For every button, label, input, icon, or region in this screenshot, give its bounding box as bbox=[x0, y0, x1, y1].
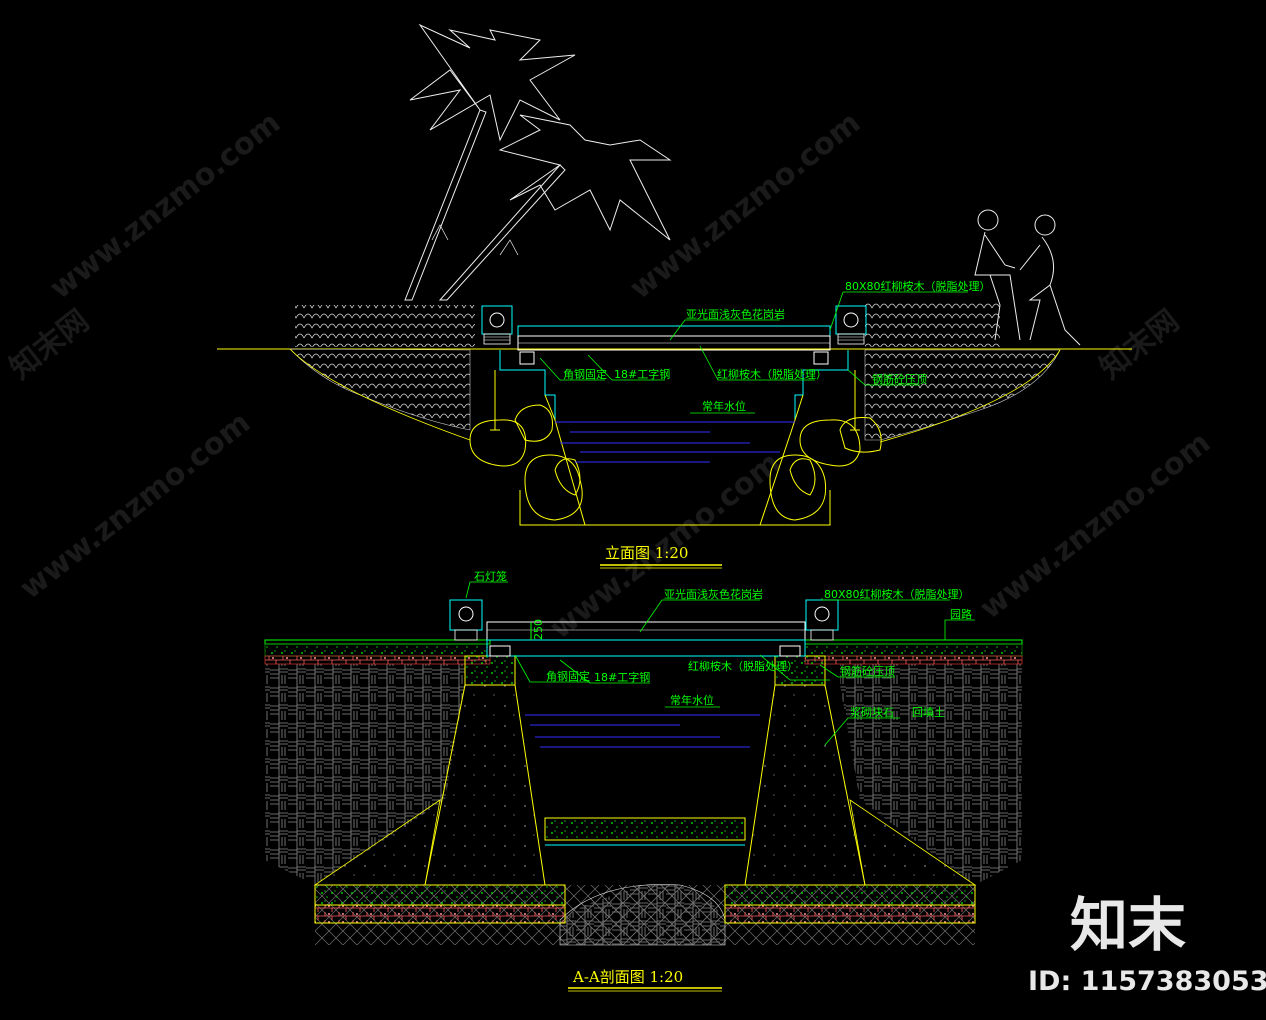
watermark-brand-text: 知末网 bbox=[1093, 303, 1185, 386]
label-timber-beam: 红柳桉木（脱脂处理） bbox=[717, 367, 827, 381]
rocks-elevation bbox=[469, 404, 882, 521]
leaders-section bbox=[465, 581, 975, 746]
label-dimension: 250 bbox=[532, 619, 545, 640]
watermark-site-text: www.znzmo.com bbox=[13, 405, 257, 606]
right-bank-vegetation bbox=[864, 300, 1061, 443]
label-granite: 亚光面浅灰色花岗岩 bbox=[686, 307, 785, 321]
label-concrete-cap: 钢筋砼压顶 bbox=[840, 664, 895, 678]
watermark-site-text: www.znzmo.com bbox=[623, 105, 867, 306]
water-lines-section bbox=[525, 714, 760, 748]
label-water-level: 常年水位 bbox=[702, 399, 746, 413]
label-water-level: 常年水位 bbox=[670, 693, 714, 707]
label-road: 园路 bbox=[950, 608, 972, 621]
watermark-site-text: www.znzmo.com bbox=[973, 425, 1217, 626]
watermark-brand-text: 知末网 bbox=[3, 303, 95, 386]
brand-logo: 知末 bbox=[1070, 891, 1186, 959]
label-timber-top: 80X80红柳桉木（脱脂处理） bbox=[824, 587, 970, 601]
label-timber-beam: 红柳桉木（脱脂处理） bbox=[688, 659, 798, 673]
stone-lantern-section-left bbox=[449, 599, 483, 641]
label-concrete-cap: 钢筋砼压顶 bbox=[872, 372, 927, 386]
bridge-deck-elevation bbox=[517, 325, 831, 365]
label-timber-top: 80X80红柳桉木（脱脂处理） bbox=[845, 279, 991, 293]
water-lines-elevation bbox=[555, 421, 795, 463]
label-corner-fix: 角钢固定 bbox=[546, 669, 590, 683]
image-id-label: ID: 1157383053 bbox=[1028, 966, 1266, 997]
section-title: A-A剖面图 1:20 bbox=[572, 968, 683, 986]
foundations bbox=[314, 884, 976, 924]
rubble-walls bbox=[313, 684, 977, 886]
label-steel-beam: 18#工字钢 bbox=[614, 367, 670, 381]
stone-lantern-left bbox=[481, 305, 513, 345]
bridge-deck-section bbox=[486, 621, 806, 657]
elevation-title: 立面图 1:20 bbox=[605, 544, 688, 562]
label-steel-beam: 18#工字钢 bbox=[594, 670, 650, 684]
label-backfill: 回填土 bbox=[912, 705, 945, 719]
label-lantern: 石灯笼 bbox=[474, 569, 507, 583]
label-corner-fix: 角钢固定 bbox=[563, 367, 607, 381]
leaders-elevation bbox=[539, 291, 968, 386]
label-rubble: 浆砌块石 bbox=[850, 705, 894, 719]
palm-tree-illustration bbox=[404, 23, 672, 301]
abutments-elevation bbox=[490, 350, 860, 431]
stone-lantern-section-right bbox=[805, 599, 839, 641]
watermark-site-text: www.znzmo.com bbox=[43, 105, 287, 306]
left-bank-vegetation bbox=[289, 305, 475, 441]
section-view: 石灯笼 亚光面浅灰色花岗岩 80X80红柳桉木（脱脂处理） 园路 250 角钢固… bbox=[264, 569, 1023, 992]
stone-lantern-right bbox=[835, 305, 867, 345]
elevation-view: 80X80红柳桉木（脱脂处理） 亚光面浅灰色花岗岩 角钢固定 18#工字钢 红柳… bbox=[217, 23, 1132, 569]
paving-layers bbox=[264, 639, 1023, 665]
label-granite: 亚光面浅灰色花岗岩 bbox=[664, 587, 763, 601]
